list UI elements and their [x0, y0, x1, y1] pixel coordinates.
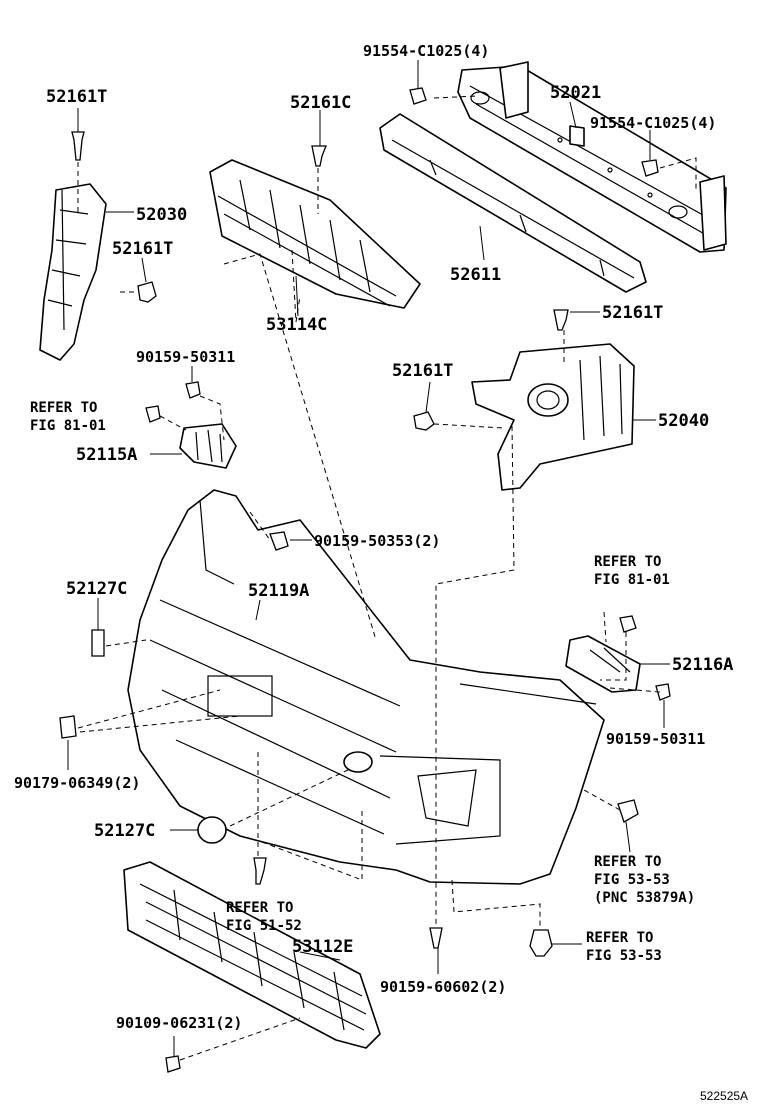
screw-refer-81-01-left[interactable]: [145, 405, 161, 423]
label-90109-06231[interactable]: 90109-06231(2): [116, 1014, 242, 1032]
label-90159-50353[interactable]: 90159-50353(2): [314, 532, 440, 550]
screw-90109-06231[interactable]: [165, 1055, 181, 1073]
towing-hole-cap-52127C[interactable]: [197, 816, 227, 844]
screw-90159-50353[interactable]: [269, 531, 289, 551]
lower-grille-53112E[interactable]: [123, 861, 381, 1049]
screw-refer-81-01-right[interactable]: [619, 615, 637, 633]
label-52161T-left[interactable]: 52161T: [112, 239, 173, 259]
assembly-dashed-lines: [77, 95, 697, 1061]
label-52161C[interactable]: 52161C: [290, 93, 351, 113]
label-52127C-cap[interactable]: 52127C: [94, 821, 155, 841]
refer-53-53-bottom-line1[interactable]: REFER TO: [586, 930, 653, 946]
label-52119A[interactable]: 52119A: [248, 581, 309, 601]
front-bumper-absorber-52611[interactable]: [379, 113, 647, 293]
clip-refer-53-53-pnc[interactable]: [617, 799, 639, 823]
label-90159-50311-top[interactable]: 90159-50311: [136, 348, 235, 366]
side-support-bracket-52040[interactable]: [471, 343, 635, 491]
refer-51-52-line2[interactable]: FIG 51-52: [226, 918, 302, 934]
label-91554-right[interactable]: 91554-C1025(4): [590, 114, 716, 132]
label-52030[interactable]: 52030: [136, 205, 187, 225]
refer-51-52-line1[interactable]: REFER TO: [226, 900, 293, 916]
label-90159-50311-right[interactable]: 90159-50311: [606, 730, 705, 748]
refer-53-53-pnc-line2[interactable]: FIG 53-53: [594, 872, 670, 888]
label-53114C[interactable]: 53114C: [266, 315, 327, 335]
label-52115A[interactable]: 52115A: [76, 445, 137, 465]
retainer-90179-06349[interactable]: [59, 715, 77, 739]
diagram-code: 522525A: [700, 1089, 748, 1103]
refer-53-53-pnc-line3[interactable]: (PNC 53879A): [594, 890, 695, 906]
refer-81-01-right-line2[interactable]: FIG 81-01: [594, 572, 670, 588]
label-52161T-top-left[interactable]: 52161T: [46, 87, 107, 107]
screw-90159-50311-top[interactable]: [185, 381, 201, 399]
refer-81-01-left-line1[interactable]: REFER TO: [30, 400, 97, 416]
clip-52161T-top-left[interactable]: [71, 131, 85, 161]
bumper-side-retainer-52115A[interactable]: [179, 423, 237, 469]
bumper-side-retainer-52116A[interactable]: [565, 635, 641, 693]
label-52611[interactable]: 52611: [450, 265, 501, 285]
label-90179-06349[interactable]: 90179-06349(2): [14, 774, 140, 792]
label-52021[interactable]: 52021: [550, 83, 601, 103]
clip-refer-51-52[interactable]: [253, 857, 267, 885]
clip-refer-53-53-bottom[interactable]: [529, 929, 553, 957]
refer-53-53-pnc-line1[interactable]: REFER TO: [594, 854, 661, 870]
label-91554-top[interactable]: 91554-C1025(4): [363, 42, 489, 60]
label-90159-60602[interactable]: 90159-60602(2): [380, 978, 506, 996]
label-52161T-right-top[interactable]: 52161T: [602, 303, 663, 323]
bolt-91554-top[interactable]: [409, 87, 427, 105]
bolt-90159-60602[interactable]: [429, 927, 443, 949]
refer-81-01-left-line2[interactable]: FIG 81-01: [30, 418, 106, 434]
screw-90159-50311-right[interactable]: [655, 683, 671, 701]
clip-52161C[interactable]: [311, 145, 327, 167]
part-labels: 91554-C1025(4) 52021 91554-C1025(4) 5216…: [14, 42, 748, 1103]
bolt-91554-right[interactable]: [641, 159, 659, 177]
clip-52161T-right[interactable]: [413, 411, 435, 431]
clip-52161T-right-top[interactable]: [553, 309, 569, 331]
refer-53-53-bottom-line2[interactable]: FIG 53-53: [586, 948, 662, 964]
label-52127C-side[interactable]: 52127C: [66, 579, 127, 599]
front-bumper-cover-52119A[interactable]: [127, 489, 605, 885]
label-53112E[interactable]: 53112E: [292, 937, 353, 957]
label-52040[interactable]: 52040: [658, 411, 709, 431]
front-bumper-reinforcement-52021[interactable]: [457, 61, 727, 253]
refer-81-01-right-line1[interactable]: REFER TO: [594, 554, 661, 570]
label-52116A[interactable]: 52116A: [672, 655, 733, 675]
label-52161T-right[interactable]: 52161T: [392, 361, 453, 381]
clip-52127C-side[interactable]: [91, 629, 105, 657]
leader-lines: [67, 60, 670, 1056]
grille-retainer-53114C[interactable]: [209, 159, 421, 309]
side-support-bracket-52030[interactable]: [39, 183, 107, 361]
clip-52161T-left[interactable]: [137, 281, 157, 303]
